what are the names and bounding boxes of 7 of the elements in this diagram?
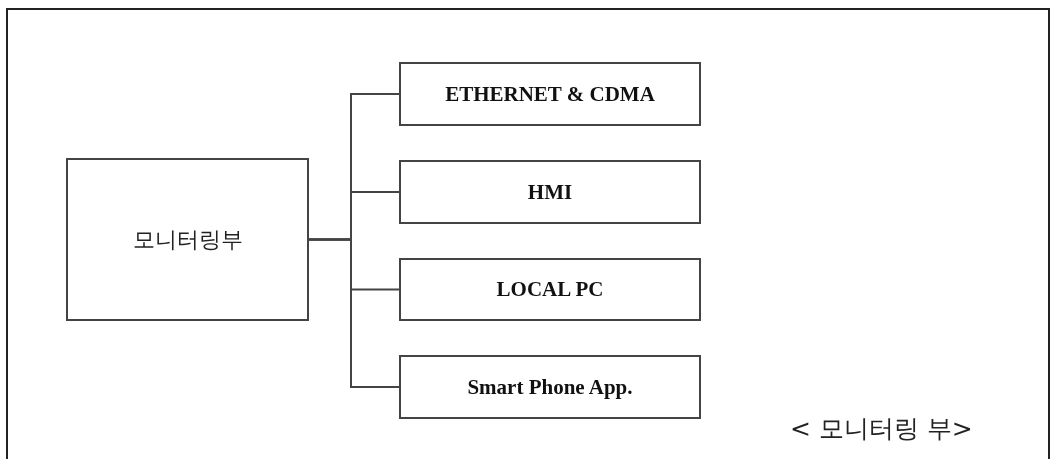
item-box: ETHERNET & CDMA bbox=[399, 62, 701, 126]
module-box: 모니터링부 bbox=[66, 158, 309, 321]
item-box: HMI bbox=[399, 160, 701, 224]
item-box: LOCAL PC bbox=[399, 258, 701, 321]
connector-line bbox=[308, 238, 400, 388]
caption: < 모니터링 부> bbox=[790, 413, 973, 445]
item-box: Smart Phone App. bbox=[399, 355, 701, 419]
